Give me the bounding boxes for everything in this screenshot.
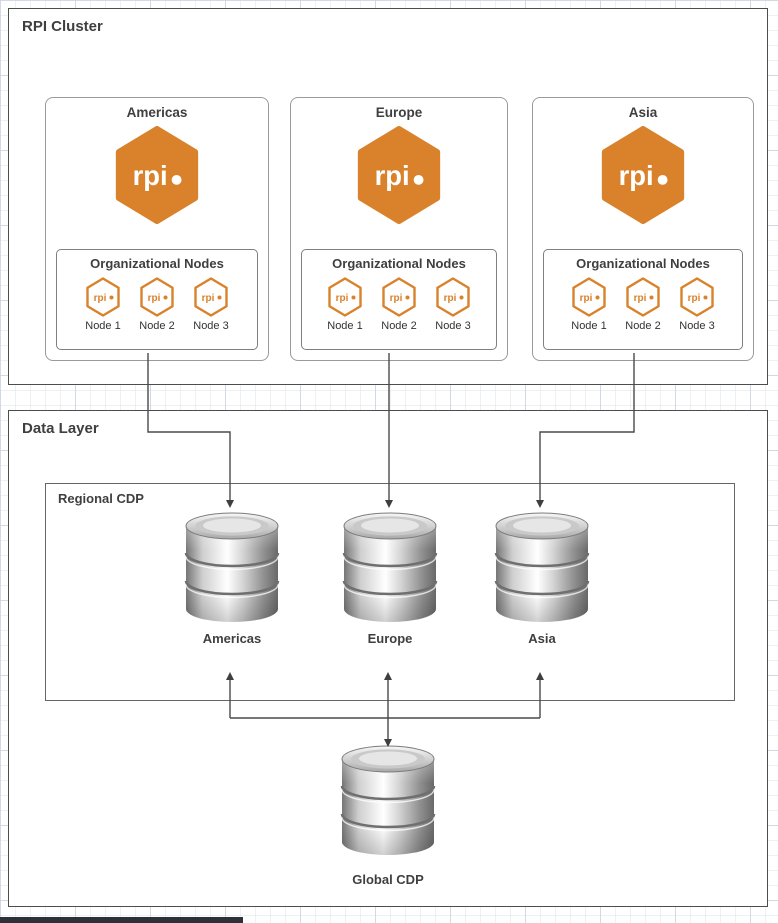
global-cdp-db: Global CDP <box>333 743 443 887</box>
node-row: rpi Node 1 rpi Node 2 <box>544 276 742 332</box>
rpi-logo-text: rpi <box>375 160 410 191</box>
org-node: rpi Node 1 <box>84 276 122 332</box>
node-row: rpi Node 1 rpi Node 2 <box>302 276 496 332</box>
region-title: Americas <box>126 105 188 120</box>
region-title: Asia <box>628 105 658 120</box>
rpi-logo-text: rpi <box>619 160 654 191</box>
node-label: Node 3 <box>435 320 471 332</box>
org-node: rpi Node 1 <box>326 276 364 332</box>
rpi-logo-icon: rpi <box>357 126 441 224</box>
node-label: Node 2 <box>139 320 175 332</box>
org-node: rpi Node 3 <box>192 276 230 332</box>
organizational-nodes-box: Organizational Nodes rpi Node 1 rp <box>301 249 497 350</box>
rpi-node-text: rpi <box>94 293 107 304</box>
rpi-node-icon: rpi <box>680 277 714 317</box>
data-layer-container: Data Layer Regional CDP Americas <box>8 410 768 907</box>
organizational-nodes-title: Organizational Nodes <box>332 256 466 271</box>
org-node: rpi Node 1 <box>570 276 608 332</box>
rpi-logo-dot <box>657 175 668 185</box>
org-node: rpi Node 3 <box>434 276 472 332</box>
node-label: Node 1 <box>571 320 607 332</box>
rpi-node-text: rpi <box>202 293 215 304</box>
db-label: Americas <box>202 631 262 646</box>
rpi-node-text: rpi <box>688 293 701 304</box>
rpi-node-icon: rpi <box>328 277 362 317</box>
rpi-node-text: rpi <box>390 293 403 304</box>
node-label: Node 1 <box>327 320 363 332</box>
database-icon <box>184 512 280 622</box>
rpi-node-text: rpi <box>580 293 593 304</box>
node-label: Node 1 <box>85 320 121 332</box>
org-node: rpi Node 2 <box>138 276 176 332</box>
database-icon <box>340 745 436 855</box>
db-label: Asia <box>528 631 556 646</box>
node-label: Node 2 <box>625 320 661 332</box>
rpi-node-icon: rpi <box>382 277 416 317</box>
organizational-nodes-title: Organizational Nodes <box>90 256 224 271</box>
organizational-nodes-title: Organizational Nodes <box>576 256 710 271</box>
org-node: rpi Node 2 <box>380 276 418 332</box>
data-layer-title: Data Layer <box>22 420 99 437</box>
regional-db-europe: Europe <box>335 510 445 646</box>
rpi-logo-icon: rpi <box>115 126 199 224</box>
regional-db-americas: Americas <box>177 510 287 646</box>
org-node: rpi Node 2 <box>624 276 662 332</box>
rpi-cluster-title: RPI Cluster <box>22 18 103 35</box>
rpi-logo-dot <box>413 175 424 185</box>
node-label: Node 3 <box>679 320 715 332</box>
database-icon <box>342 512 438 622</box>
rpi-logo-dot <box>171 175 182 185</box>
node-label: Node 3 <box>193 320 229 332</box>
regional-db-asia: Asia <box>487 510 597 646</box>
node-label: Node 2 <box>381 320 417 332</box>
rpi-logo-text: rpi <box>133 160 168 191</box>
region-title: Europe <box>375 105 423 120</box>
organizational-nodes-box: Organizational Nodes rpi Node 1 rp <box>543 249 743 350</box>
rpi-node-text: rpi <box>634 293 647 304</box>
database-icon <box>494 512 590 622</box>
rpi-logo-icon: rpi <box>601 126 685 224</box>
rpi-node-icon: rpi <box>194 277 228 317</box>
rpi-node-icon: rpi <box>572 277 606 317</box>
region-box-europe: Europe rpi Organizational Nodes rpi Node… <box>290 97 508 361</box>
rpi-node-text: rpi <box>444 293 457 304</box>
rpi-node-icon: rpi <box>86 277 120 317</box>
region-box-americas: Americas rpi Organizational Nodes rpi No… <box>45 97 269 361</box>
rpi-node-text: rpi <box>148 293 161 304</box>
organizational-nodes-box: Organizational Nodes rpi Node 1 rp <box>56 249 258 350</box>
rpi-node-icon: rpi <box>140 277 174 317</box>
bottom-edge-fragment <box>0 917 243 923</box>
db-label: Europe <box>367 631 413 646</box>
db-label: Global CDP <box>352 872 424 887</box>
node-row: rpi Node 1 rpi Node 2 <box>57 276 257 332</box>
rpi-node-icon: rpi <box>436 277 470 317</box>
rpi-node-text: rpi <box>336 293 349 304</box>
region-box-asia: Asia rpi Organizational Nodes rpi Node 1 <box>532 97 754 361</box>
org-node: rpi Node 3 <box>678 276 716 332</box>
regional-cdp-box: Regional CDP Americas <box>45 483 735 701</box>
regional-cdp-title: Regional CDP <box>58 491 144 506</box>
rpi-node-icon: rpi <box>626 277 660 317</box>
rpi-cluster-container: RPI Cluster Americas rpi Organizational … <box>8 8 768 385</box>
